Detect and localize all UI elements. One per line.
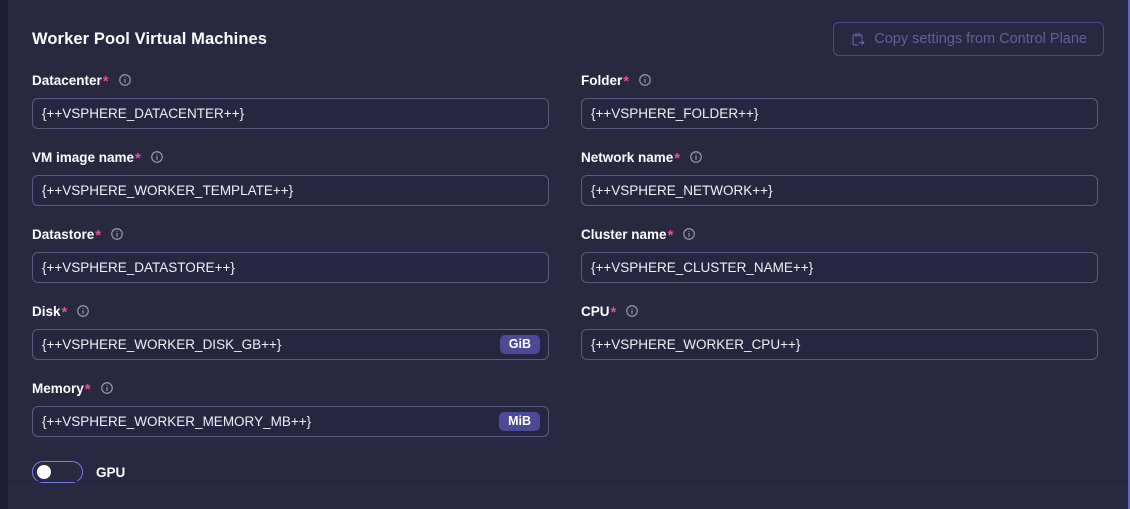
input-value-folder: {++VSPHERE_FOLDER++}: [591, 106, 759, 121]
clipboard-export-icon: [850, 32, 865, 47]
info-circle-icon[interactable]: [638, 73, 652, 87]
input-value-cpu: {++VSPHERE_WORKER_CPU++}: [591, 337, 801, 352]
field-datastore: Datastore * {++VSPHERE_DATASTORE++}: [32, 224, 549, 283]
unit-badge-mib: MiB: [499, 411, 540, 432]
field-label-memory: Memory: [32, 380, 84, 396]
label-row-vm-image-name: VM image name *: [32, 147, 549, 167]
gpu-toggle-knob: [37, 465, 51, 479]
input-value-memory: {++VSPHERE_WORKER_MEMORY_MB++}: [42, 414, 312, 429]
label-row-disk: Disk *: [32, 301, 549, 321]
field-label-vm-image-name: VM image name: [32, 149, 135, 165]
input-value-cluster-name: {++VSPHERE_CLUSTER_NAME++}: [591, 260, 814, 275]
gpu-toggle-label: GPU: [96, 464, 126, 480]
info-circle-icon[interactable]: [682, 227, 696, 241]
input-network-name[interactable]: {++VSPHERE_NETWORK++}: [581, 175, 1098, 206]
field-label-cpu: CPU: [581, 303, 610, 319]
field-datacenter: Datacenter * {++VSPHERE_DATACENTER++}: [32, 70, 549, 129]
required-asterisk: *: [135, 149, 141, 167]
gpu-toggle-row: GPU: [32, 461, 1104, 483]
required-asterisk: *: [95, 226, 102, 244]
field-vm-image-name: VM image name * {++VSPHERE_WORKER_TEMPLA…: [32, 147, 549, 206]
input-folder[interactable]: {++VSPHERE_FOLDER++}: [581, 98, 1098, 129]
info-circle-icon[interactable]: [100, 381, 114, 395]
required-asterisk: *: [667, 226, 674, 244]
required-asterisk: *: [61, 303, 68, 321]
label-row-folder: Folder *: [581, 70, 1098, 90]
bottom-divider: [8, 481, 1128, 482]
info-circle-icon[interactable]: [110, 227, 124, 241]
required-asterisk: *: [674, 149, 681, 167]
label-row-cluster-name: Cluster name *: [581, 224, 1098, 244]
required-asterisk: *: [84, 380, 91, 398]
label-row-cpu: CPU *: [581, 301, 1098, 321]
field-network-name: Network name * {++VSPHERE_NETWORK++}: [581, 147, 1098, 206]
input-value-network-name: {++VSPHERE_NETWORK++}: [591, 183, 773, 198]
field-label-disk: Disk: [32, 303, 61, 319]
input-value-datacenter: {++VSPHERE_DATACENTER++}: [42, 106, 245, 121]
copy-settings-from-control-plane-button[interactable]: Copy settings from Control Plane: [833, 22, 1104, 56]
copy-settings-button-label: Copy settings from Control Plane: [874, 31, 1087, 47]
vm-settings-grid: Datacenter * {++VSPHERE_DATACENTER++} Fo…: [32, 70, 1104, 437]
input-memory[interactable]: {++VSPHERE_WORKER_MEMORY_MB++} MiB: [32, 406, 549, 437]
field-cluster-name: Cluster name * {++VSPHERE_CLUSTER_NAME++…: [581, 224, 1098, 283]
label-row-memory: Memory *: [32, 378, 549, 398]
field-label-cluster-name: Cluster name: [581, 226, 667, 242]
panel-header: Worker Pool Virtual Machines Copy settin…: [32, 20, 1104, 58]
info-circle-icon[interactable]: [150, 150, 164, 164]
required-asterisk: *: [610, 303, 617, 321]
label-row-datastore: Datastore *: [32, 224, 549, 244]
input-cluster-name[interactable]: {++VSPHERE_CLUSTER_NAME++}: [581, 252, 1098, 283]
field-label-folder: Folder: [581, 72, 623, 88]
info-circle-icon[interactable]: [689, 150, 703, 164]
required-asterisk: *: [623, 72, 630, 90]
field-label-datacenter: Datacenter: [32, 72, 102, 88]
input-value-vm-image-name: {++VSPHERE_WORKER_TEMPLATE++}: [42, 183, 294, 198]
field-cpu: CPU * {++VSPHERE_WORKER_CPU++}: [581, 301, 1098, 360]
input-vm-image-name[interactable]: {++VSPHERE_WORKER_TEMPLATE++}: [32, 175, 549, 206]
label-row-datacenter: Datacenter *: [32, 70, 549, 90]
input-datacenter[interactable]: {++VSPHERE_DATACENTER++}: [32, 98, 549, 129]
page-title: Worker Pool Virtual Machines: [32, 29, 268, 48]
spacer-cell: [581, 378, 1098, 437]
field-label-network-name: Network name: [581, 149, 674, 165]
input-cpu[interactable]: {++VSPHERE_WORKER_CPU++}: [581, 329, 1098, 360]
field-label-datastore: Datastore: [32, 226, 95, 242]
info-circle-icon[interactable]: [625, 304, 639, 318]
field-memory: Memory * {++VSPHERE_WORKER_MEMORY_MB++} …: [32, 378, 549, 437]
required-asterisk: *: [102, 72, 109, 90]
field-disk: Disk * {++VSPHERE_WORKER_DISK_GB++} GiB: [32, 301, 549, 360]
input-value-disk: {++VSPHERE_WORKER_DISK_GB++}: [42, 337, 282, 352]
field-folder: Folder * {++VSPHERE_FOLDER++}: [581, 70, 1098, 129]
input-value-datastore: {++VSPHERE_DATASTORE++}: [42, 260, 235, 275]
info-circle-icon[interactable]: [118, 73, 132, 87]
info-circle-icon[interactable]: [76, 304, 90, 318]
unit-badge-gib: GiB: [499, 334, 540, 355]
input-disk[interactable]: {++VSPHERE_WORKER_DISK_GB++} GiB: [32, 329, 549, 360]
label-row-network-name: Network name *: [581, 147, 1098, 167]
input-datastore[interactable]: {++VSPHERE_DATASTORE++}: [32, 252, 549, 283]
gpu-toggle[interactable]: [32, 461, 83, 483]
